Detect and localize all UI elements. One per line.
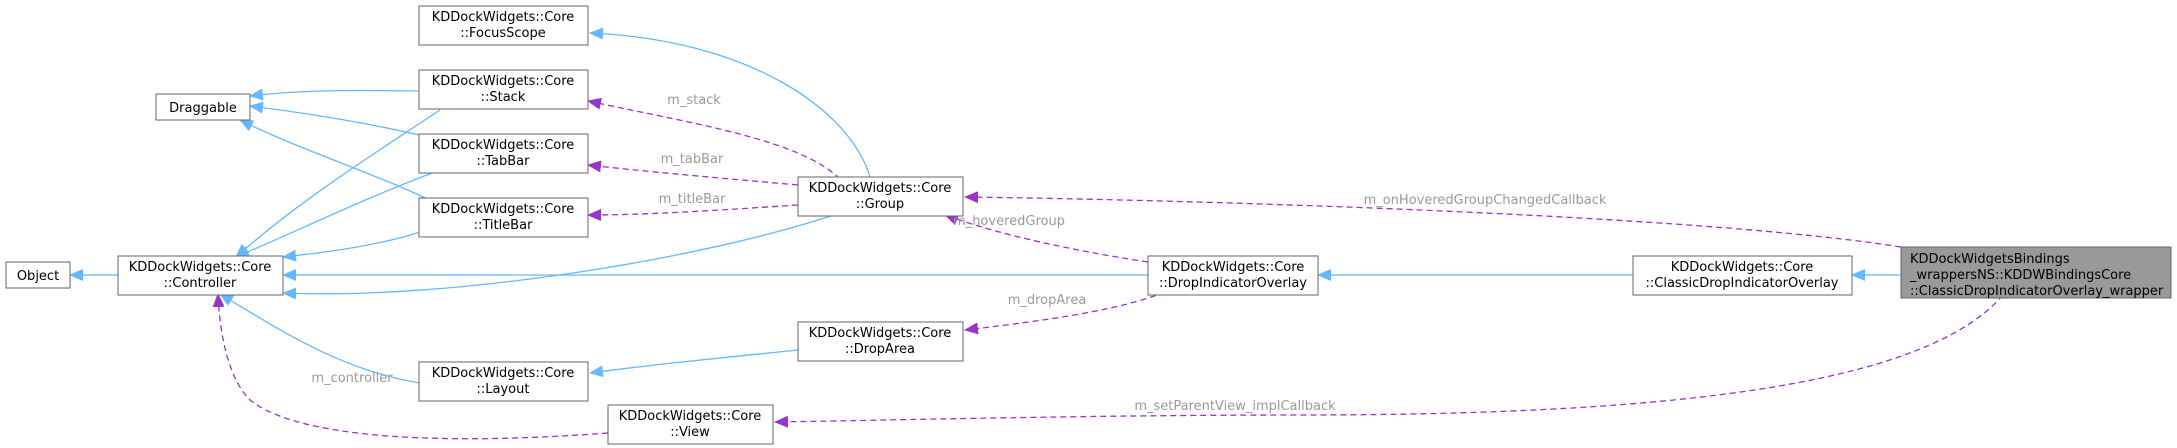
edge-stack-to-controller: [235, 109, 441, 258]
edge-label-m_controller: m_controller: [311, 371, 393, 386]
edge-wrapper-m_setparentview_implcallback-to-view: [774, 294, 2004, 428]
svg-text:::Stack: ::Stack: [481, 90, 526, 105]
node-controller[interactable]: KDDockWidgets::Core ::Controller: [117, 255, 284, 296]
node-group[interactable]: KDDockWidgets::Core ::Group: [797, 176, 964, 217]
edge-stack-to-draggable: [249, 88, 419, 101]
node-draggable[interactable]: Draggable: [155, 93, 251, 121]
edge-label-m_titlebar: m_titleBar: [659, 192, 726, 207]
edge-tabbar-to-controller: [235, 169, 441, 258]
svg-text:::TabBar: ::TabBar: [477, 154, 531, 169]
node-focusscope[interactable]: KDDockWidgets::Core ::FocusScope: [418, 5, 589, 46]
node-object[interactable]: Object: [5, 261, 71, 289]
svg-text:KDDockWidgets::Core: KDDockWidgets::Core: [432, 10, 575, 25]
edge-label-m_tabbar: m_tabBar: [661, 152, 724, 167]
edge-group-to-controller: [282, 212, 841, 300]
svg-text:KDDockWidgets::Core: KDDockWidgets::Core: [432, 202, 575, 217]
svg-text:::DropArea: ::DropArea: [845, 342, 915, 357]
edge-tabbar-to-draggable: [249, 101, 441, 141]
svg-text:::FocusScope: ::FocusScope: [460, 26, 546, 41]
edge-label-m_onhoveredgroupchangedcallback: m_onHoveredGroupChangedCallback: [1364, 193, 1607, 208]
edge-label-m_droparea: m_dropArea: [1008, 293, 1087, 308]
node-tabbar[interactable]: KDDockWidgets::Core ::TabBar: [418, 133, 589, 174]
edge-dropindicatoroverlay-m_droparea-to-droparea: [964, 291, 1166, 335]
edge-titlebar-to-controller: [282, 231, 421, 262]
svg-text:::TitleBar: ::TitleBar: [474, 218, 534, 233]
node-view[interactable]: KDDockWidgets::Core ::View: [607, 404, 774, 445]
node-droparea[interactable]: KDDockWidgets::Core ::DropArea: [797, 321, 964, 362]
svg-text:Draggable: Draggable: [169, 101, 237, 116]
svg-text:KDDockWidgets::Core: KDDockWidgets::Core: [432, 74, 575, 89]
svg-text:::ClassicDropIndicatorOverlay_: ::ClassicDropIndicatorOverlay_wrapper: [1910, 284, 2164, 299]
svg-text:::Controller: ::Controller: [164, 276, 237, 291]
svg-text:::Layout: ::Layout: [477, 382, 530, 397]
edge-layout-to-controller: [219, 293, 421, 384]
edge-label-m_hoveredgroup: m_hoveredGroup: [953, 214, 1065, 229]
svg-text:::DropIndicatorOverlay: ::DropIndicatorOverlay: [1159, 276, 1307, 291]
svg-text:KDDockWidgets::Core: KDDockWidgets::Core: [432, 138, 575, 153]
edge-titlebar-to-draggable: [239, 119, 441, 206]
node-classicdropindicatoroverlay[interactable]: KDDockWidgets::Core ::ClassicDropIndicat…: [1632, 255, 1853, 296]
svg-text:KDDockWidgets::Core: KDDockWidgets::Core: [809, 326, 952, 341]
edge-wrapper-m_onhoveredgroupchangedcallback-to-group: [964, 191, 1902, 248]
edge-group-m_stack-to-stack: [587, 97, 841, 180]
edge-group-to-focusscope: [589, 27, 871, 178]
node-wrapper[interactable]: KDDockWidgetsBindings _wrappersNS::KDDWB…: [1900, 246, 2172, 299]
svg-text:_wrappersNS::KDDWBindingsCore: _wrappersNS::KDDWBindingsCore: [1909, 268, 2131, 283]
node-dropindicatoroverlay[interactable]: KDDockWidgets::Core ::DropIndicatorOverl…: [1147, 255, 1319, 296]
node-titlebar[interactable]: KDDockWidgets::Core ::TitleBar: [418, 197, 589, 238]
svg-text:KDDockWidgets::Core: KDDockWidgets::Core: [129, 260, 272, 275]
svg-text:KDDockWidgets::Core: KDDockWidgets::Core: [432, 366, 575, 381]
svg-text:KDDockWidgets::Core: KDDockWidgets::Core: [1671, 260, 1814, 275]
edge-group-m_tabbar-to-tabbar: [587, 160, 799, 186]
edge-group-m_titlebar-to-titlebar: [587, 204, 799, 221]
edge-label-m_setparentview_implcallback: m_setParentView_implCallback: [1134, 399, 1336, 414]
svg-text:KDDockWidgets::Core: KDDockWidgets::Core: [809, 181, 952, 196]
svg-text:Object: Object: [17, 269, 59, 284]
node-layout[interactable]: KDDockWidgets::Core ::Layout: [418, 361, 589, 402]
svg-text:::ClassicDropIndicatorOverlay: ::ClassicDropIndicatorOverlay: [1646, 276, 1839, 291]
svg-text:::Group: ::Group: [856, 197, 904, 212]
edge-dropindicatoroverlay-m_hoveredgroup-to-group: [944, 213, 1149, 263]
svg-text:KDDockWidgets::Core: KDDockWidgets::Core: [1162, 260, 1305, 275]
svg-text:KDDockWidgetsBindings: KDDockWidgetsBindings: [1910, 252, 2070, 267]
edge-view-m_controller-to-controller: [212, 293, 609, 440]
svg-text:::View: ::View: [670, 425, 710, 440]
edge-label-m_stack: m_stack: [667, 93, 721, 108]
edge-droparea-to-layout: [589, 349, 799, 378]
svg-text:KDDockWidgets::Core: KDDockWidgets::Core: [619, 409, 762, 424]
node-stack[interactable]: KDDockWidgets::Core ::Stack: [418, 69, 589, 110]
